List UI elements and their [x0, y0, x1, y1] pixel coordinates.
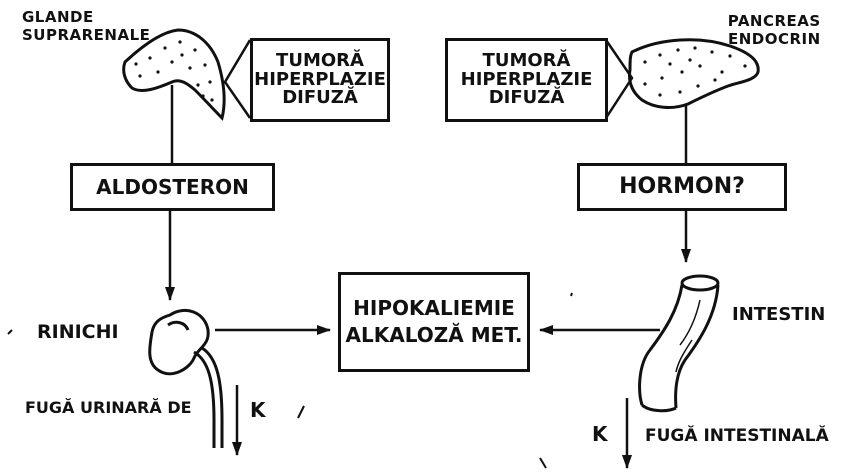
intestine-label: INTESTIN — [732, 306, 825, 324]
pancreas-label-line-1: PANCREAS — [700, 14, 821, 29]
aldosterone-label: ALDOSTERON — [96, 177, 249, 198]
cause-left-line-3: DIFUZĂ — [282, 89, 358, 108]
cause-box-left: TUMORĂ HIPERPLAZIE DIFUZĂ — [250, 38, 390, 122]
pancreas-icon — [630, 40, 759, 108]
adrenal-label-line-1: GLANDE — [22, 10, 150, 25]
urinary-potassium-label: K — [250, 400, 266, 420]
aldosterone-box: ALDOSTERON — [70, 163, 275, 211]
adrenal-gland-label: GLANDE SUPRARENALE — [22, 10, 150, 43]
hypokalemia-label: HIPOKALIEMIE — [353, 298, 515, 319]
kidney-label: RINICHI — [37, 323, 119, 342]
intestinal-loss-label: FUGĂ INTESTINALĂ — [645, 428, 829, 445]
intestine-icon — [640, 276, 718, 411]
cause-left-line-1: TUMORĂ — [276, 52, 364, 71]
cause-pointer-left — [225, 40, 250, 118]
cause-right-line-1: TUMORĂ — [483, 52, 571, 71]
intestinal-potassium-label: K — [592, 424, 608, 444]
pancreas-label-line-2: ENDOCRIN — [700, 32, 821, 47]
cause-pointer-right — [606, 40, 632, 118]
hypokalemia-alkalosis-box: HIPOKALIEMIE ALKALOZĂ MET. — [338, 272, 530, 372]
adrenal-label-line-2: SUPRARENALE — [22, 28, 150, 43]
kidney-icon — [150, 310, 222, 448]
alkalosis-label: ALKALOZĂ MET. — [346, 325, 523, 346]
urinary-loss-label: FUGĂ URINARĂ DE — [25, 400, 192, 416]
hormone-box: HORMON? — [577, 163, 787, 211]
cause-right-line-3: DIFUZĂ — [489, 89, 565, 108]
cause-box-right: TUMORĂ HIPERPLAZIE DIFUZĂ — [445, 38, 608, 122]
pancreas-label: PANCREAS ENDOCRIN — [700, 14, 821, 47]
hormone-label: HORMON? — [619, 175, 745, 198]
